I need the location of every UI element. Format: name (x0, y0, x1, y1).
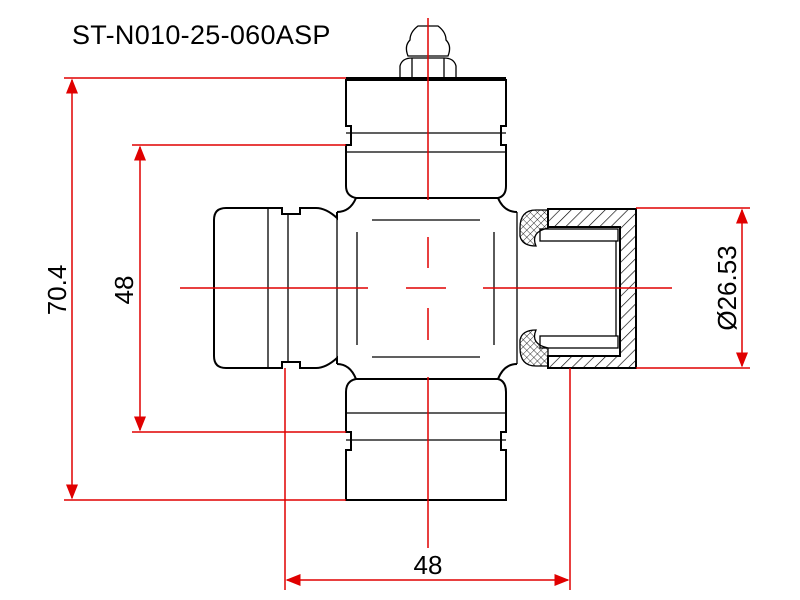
dimension-label-48-vertical: 48 (109, 276, 139, 305)
dimension-cap-diameter: Ø26.53 (636, 207, 750, 369)
dimension-overall-height: 70.4 (42, 77, 346, 501)
dimension-inner-height: 48 (109, 144, 346, 433)
centerlines (180, 18, 672, 548)
dimension-span-width: 48 (284, 368, 571, 590)
part-number-title: ST-N010-25-060ASP (72, 20, 331, 50)
bottom-bearing-cap (345, 378, 507, 501)
top-bearing-cap (345, 77, 507, 199)
dimension-label-48-horizontal: 48 (414, 550, 443, 580)
dimension-label-diameter: Ø26.53 (712, 245, 742, 330)
right-bearing-cap-section (519, 208, 637, 369)
dimension-label-70-4: 70.4 (42, 265, 72, 316)
